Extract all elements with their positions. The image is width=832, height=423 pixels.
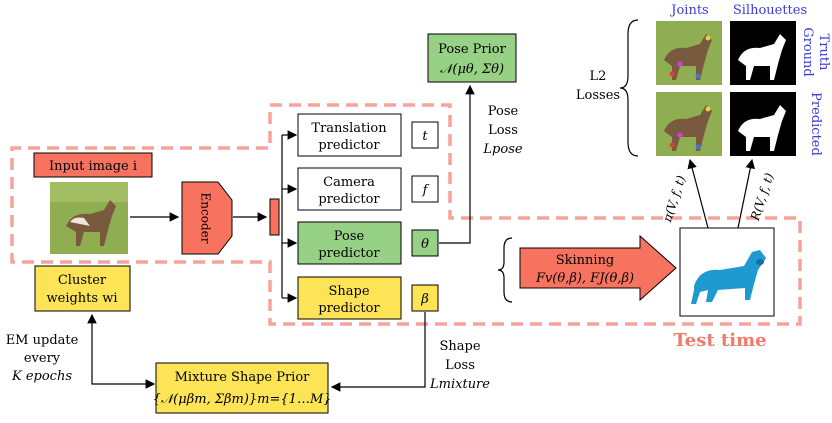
skinning-formula: Fv(θ,β), FJ(θ,β) <box>535 271 634 286</box>
pose-predictor-line1: Pose <box>334 229 365 244</box>
mixture-shape-prior-box <box>155 362 329 414</box>
pose-predictor-line2: predictor <box>318 246 380 261</box>
encoder-label: Encoder <box>199 193 213 244</box>
em-update-line3: K epochs <box>11 369 72 384</box>
shape-loss-line3: Lmixture <box>429 377 490 392</box>
translation-symbol: t <box>422 129 428 144</box>
camera-predictor-line1: Camera <box>323 175 375 190</box>
training-region-outline <box>10 103 802 326</box>
ground-truth-silhouette-image <box>730 21 796 85</box>
skinning-block <box>519 234 677 302</box>
feature-vector <box>269 198 280 236</box>
input-image-label-box <box>33 152 153 178</box>
pose-prior-formula: 𝒩(μθ, Σθ) <box>440 62 504 77</box>
translation-predictor-box <box>297 113 402 157</box>
mixture-shape-prior-formula: {𝒩(μβm, Σβm)}m={1…M} <box>152 392 331 407</box>
pose-loss-line2: Loss <box>488 123 518 138</box>
joint-projection-label: π(V, f, t) <box>660 174 689 225</box>
losses-brace <box>619 19 639 157</box>
camera-predictor-line2: predictor <box>318 192 380 207</box>
silhouettes-column-label: Silhouettes <box>733 3 807 18</box>
input-image-label: Input image i <box>49 159 137 174</box>
arrow-shape-to-mixture <box>330 312 426 392</box>
arrow-em-update <box>87 313 156 389</box>
silhouette-projection-label: R(V, f, t) <box>748 171 777 223</box>
shape-predictor-box <box>297 276 402 320</box>
skinning-input-brace <box>497 237 513 303</box>
arrow-joint-projection <box>687 158 709 229</box>
pose-prior-box <box>427 33 517 83</box>
predicted-silhouette-image <box>730 92 796 156</box>
joints-column-label: Joints <box>669 3 708 18</box>
arrow-silhouette-projection <box>737 158 756 229</box>
pose-loss-line1: Pose <box>488 104 519 119</box>
translation-predictor-line2: predictor <box>318 138 380 153</box>
translation-predictor-line1: Translation <box>311 121 387 136</box>
shape-predictor-line1: Shape <box>328 284 369 299</box>
pose-loss-line3: Lpose <box>482 142 522 157</box>
em-update-line2: every <box>24 351 61 366</box>
cluster-weights-line1: Cluster <box>58 273 107 288</box>
shape-symbol: β <box>420 292 429 307</box>
shape-loss-line1: Shape <box>439 339 480 354</box>
camera-symbol-box <box>411 175 439 203</box>
pose-symbol-box <box>411 229 439 257</box>
shape-symbol-box <box>411 284 439 312</box>
input-dog-image <box>50 182 128 254</box>
translation-symbol-box <box>411 121 439 149</box>
predicted-dog-mesh <box>691 250 766 304</box>
ground-truth-label-2: Truth <box>816 34 831 71</box>
mixture-shape-prior-title: Mixture Shape Prior <box>175 370 311 385</box>
shape-predictor-line2: predictor <box>318 301 380 316</box>
l2-losses-line2: Losses <box>576 88 620 103</box>
shape-loss-line2: Loss <box>445 358 475 373</box>
predicted-joints-image <box>656 92 722 156</box>
predicted-row-label: Predicted <box>808 92 823 156</box>
arrow-pose-to-prior <box>439 84 475 244</box>
em-update-line1: EM update <box>6 333 79 348</box>
camera-symbol: f <box>422 183 430 198</box>
l2-losses-line1: L2 <box>590 69 607 84</box>
encoder-block <box>181 181 233 255</box>
test-time-label: Test time <box>673 330 766 351</box>
ground-truth-label-1: Ground <box>800 27 815 77</box>
skinning-title: Skinning <box>556 253 615 268</box>
pose-prior-title: Pose Prior <box>438 42 506 57</box>
cluster-weights-line2: weights wi <box>47 291 118 306</box>
camera-predictor-box <box>297 167 402 211</box>
cluster-weights-box <box>34 265 131 312</box>
branch-arrows <box>281 130 298 303</box>
ground-truth-joints-image <box>656 21 722 85</box>
pose-predictor-box <box>297 221 402 265</box>
pose-symbol: θ <box>421 237 429 252</box>
